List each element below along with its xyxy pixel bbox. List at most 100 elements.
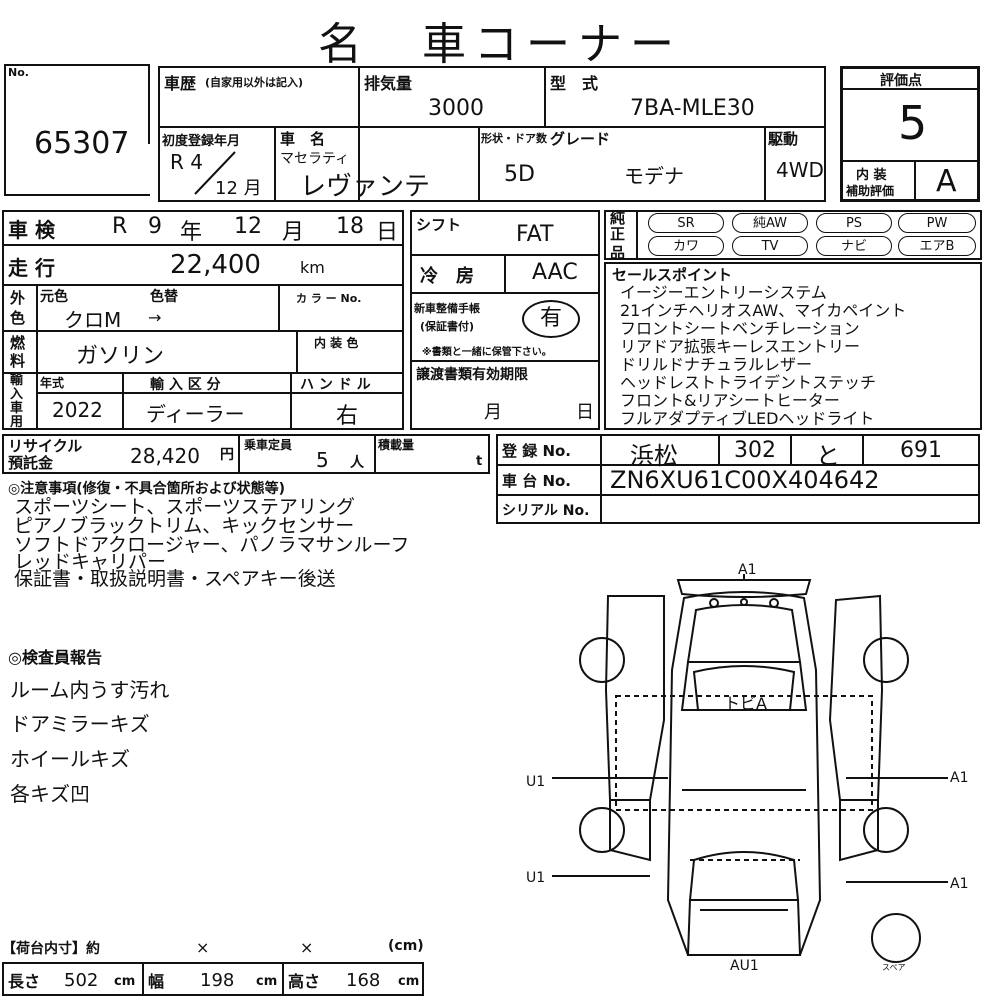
sales-points-box bbox=[604, 262, 982, 430]
score-box bbox=[840, 66, 980, 202]
history-label: 車歴 bbox=[164, 74, 197, 93]
score-value: 5 bbox=[898, 96, 928, 150]
handle-label: ハ ン ド ル bbox=[300, 377, 371, 393]
width-value: 198 bbox=[200, 970, 235, 991]
load-unit: t bbox=[476, 454, 483, 469]
equip-tv: TV bbox=[732, 236, 808, 256]
doors-label: 形状・ドア数 bbox=[481, 132, 547, 145]
notes-label: ◎注意事項(修復・不具合箇所および状態等) bbox=[8, 481, 286, 497]
cargo-times-1: × bbox=[196, 938, 210, 957]
registration-region: 浜松 bbox=[630, 442, 678, 470]
inspection-month-unit: 月 bbox=[282, 220, 305, 245]
displacement-value: 3000 bbox=[428, 96, 484, 121]
capacity-value: 5 bbox=[316, 448, 329, 472]
equip-pw: PW bbox=[898, 213, 976, 233]
interior-color-label: 内 装 色 bbox=[314, 336, 359, 350]
ac-value: AAC bbox=[532, 260, 578, 285]
dimensions-row bbox=[2, 962, 424, 996]
first-reg-era: R 4 bbox=[170, 150, 203, 174]
registration-class: 302 bbox=[734, 438, 776, 463]
grade-value: モデナ bbox=[624, 164, 684, 188]
recycle-value: 28,420 bbox=[130, 444, 200, 468]
drive-value: 4WD bbox=[776, 158, 824, 182]
note-line: スポーツシート、スポーツステアリング bbox=[14, 496, 355, 518]
equip-ps: PS bbox=[816, 213, 892, 233]
width-unit: cm bbox=[256, 974, 278, 989]
length-label: 長さ bbox=[8, 972, 41, 991]
transfer-month-unit: 月 bbox=[484, 402, 502, 423]
chassis-label: 車 台 No. bbox=[502, 472, 572, 490]
inspection-grid bbox=[2, 210, 404, 430]
note-line: 保証書・取扱説明書・スペアキー後送 bbox=[14, 568, 336, 590]
mileage-value: 22,400 bbox=[170, 250, 261, 280]
sales-point: フロントシートベンチレーション bbox=[620, 319, 860, 338]
shift-grid bbox=[410, 210, 600, 430]
cargo-label: 【荷台内寸】約 bbox=[2, 941, 100, 957]
handle-value: 右 bbox=[336, 404, 359, 429]
lot-label: No. bbox=[8, 66, 29, 79]
displacement-label: 排気量 bbox=[364, 74, 413, 93]
cargo-unit: (cm) bbox=[388, 938, 424, 954]
model-label: 型 式 bbox=[550, 74, 599, 93]
capacity-unit: 人 bbox=[350, 455, 364, 471]
doors-value: 5D bbox=[504, 162, 535, 187]
recycle-row bbox=[2, 434, 490, 474]
diagram-left-code-1: U1 bbox=[526, 774, 546, 790]
recycle-label-1: リサイクル bbox=[8, 437, 83, 455]
score-label: 評価点 bbox=[880, 73, 922, 89]
history-note: (自家用以外は記入) bbox=[205, 76, 304, 89]
model-value: 7BA-MLE30 bbox=[630, 96, 755, 121]
orig-color-value: クロM bbox=[64, 308, 122, 332]
fuel-value: ガソリン bbox=[76, 344, 165, 369]
sales-point: フルアダプティブLEDヘッドライト bbox=[620, 409, 875, 428]
import-year-value: 2022 bbox=[52, 398, 103, 422]
grade-label: グレード bbox=[550, 130, 611, 148]
import-type-label: 輸 入 区 分 bbox=[150, 377, 221, 393]
height-label: 高さ bbox=[288, 972, 321, 991]
equipment-group-1: 純正 bbox=[610, 209, 626, 243]
width-label: 幅 bbox=[148, 972, 165, 991]
car-damage-diagram bbox=[552, 574, 948, 963]
interior-label-2: 補助評価 bbox=[846, 184, 895, 198]
equip-sr: SR bbox=[648, 213, 724, 233]
inspection-day-unit: 日 bbox=[376, 220, 399, 245]
transfer-day-unit: 日 bbox=[576, 402, 594, 423]
drive-label: 駆動 bbox=[768, 130, 799, 148]
equip-leather: カワ bbox=[648, 236, 724, 256]
note-line: レッドキャリパー bbox=[14, 551, 167, 573]
inspector-line: ルーム内うす汚れ bbox=[10, 678, 170, 702]
length-unit: cm bbox=[114, 974, 136, 989]
orig-color-label: 元色 bbox=[40, 289, 68, 305]
diagram-rear-code: AU1 bbox=[730, 958, 759, 974]
diagram-left-code-2: U1 bbox=[526, 870, 546, 886]
shift-label: シフト bbox=[416, 216, 462, 234]
repaint-value: → bbox=[148, 308, 162, 327]
recycle-label-2: 預託金 bbox=[8, 454, 54, 472]
sales-points-label: セールスポイント bbox=[612, 266, 733, 284]
inspector-line: ドアミラーキズ bbox=[10, 712, 150, 736]
interior-label-1: 内 装 bbox=[856, 168, 887, 183]
import-year-label: 年式 bbox=[40, 376, 65, 390]
sales-point: イージーエントリーシステム bbox=[620, 283, 827, 302]
sales-point: フロント&リアシートヒーター bbox=[620, 391, 840, 410]
exterior-group-label: 外色 bbox=[10, 289, 26, 327]
import-type-value: ディーラー bbox=[146, 402, 245, 426]
registration-label: 登 録 No. bbox=[502, 442, 572, 460]
note-line: ピアノブラックトリム、キックセンサー bbox=[14, 515, 355, 537]
diagram-front-code: A1 bbox=[738, 562, 757, 578]
fuel-group-label: 燃料 bbox=[10, 334, 26, 370]
transfer-label: 譲渡書類有効期限 bbox=[416, 367, 528, 383]
diagram-spare-label: スペア bbox=[882, 963, 906, 972]
sales-point: ヘッドレストトライデントステッチ bbox=[620, 373, 877, 392]
equip-navi: ナビ bbox=[816, 236, 892, 256]
first-reg-month: 12 月 bbox=[215, 178, 262, 199]
inspector-label: ◎検査員報告 bbox=[8, 648, 102, 667]
warranty-label-2: (保証書付) bbox=[420, 320, 475, 333]
inspection-era: R bbox=[112, 214, 128, 239]
mileage-label: 走 行 bbox=[8, 256, 55, 280]
diagram-right-code-1: A1 bbox=[950, 770, 969, 786]
first-reg-slash bbox=[194, 151, 236, 195]
car-name-label: 車 名 bbox=[280, 130, 326, 148]
registration-number: 691 bbox=[900, 438, 942, 463]
chassis-value: ZN6XU61C00X404642 bbox=[610, 466, 880, 494]
